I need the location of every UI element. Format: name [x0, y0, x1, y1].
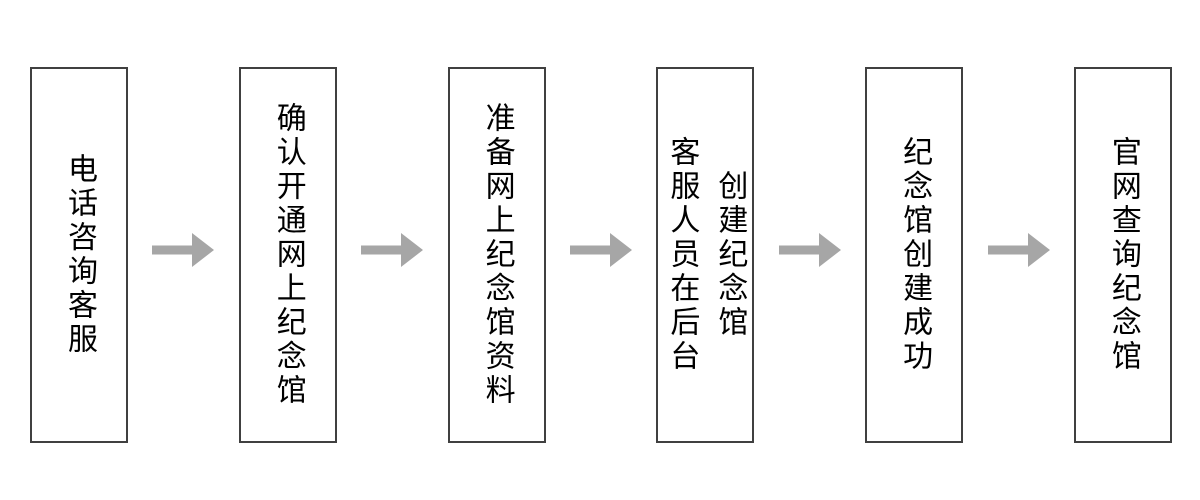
right-arrow-icon: [361, 233, 424, 267]
flow-step-5-label: 纪念馆创建成功: [898, 136, 932, 374]
flow-step-2-label: 确认开通网上纪念馆: [271, 102, 305, 408]
flow-step-2: 确认开通网上纪念馆: [238, 67, 337, 443]
flow-step-4-label-line-2: 创建纪念馆: [713, 170, 747, 340]
right-arrow-icon: [569, 233, 632, 267]
right-arrow-icon: [778, 233, 841, 267]
right-arrow-icon: [987, 233, 1050, 267]
flow-step-3: 准备网上纪念馆资料: [447, 67, 546, 443]
flow-step-6-label: 官网查询纪念馆: [1106, 136, 1140, 374]
flow-step-4: 客服人员在后台 创建纪念馆: [656, 67, 755, 443]
flow-step-1-label: 电话咨询客服: [63, 153, 96, 357]
flow-step-4-label-line-1: 客服人员在后台: [665, 136, 699, 374]
flow-step-1: 电话咨询客服: [30, 67, 128, 443]
flow-step-5: 纪念馆创建成功: [865, 67, 964, 443]
right-arrow-icon: [152, 233, 215, 267]
flow-step-3-label: 准备网上纪念馆资料: [480, 102, 514, 408]
flow-step-6: 官网查询纪念馆: [1073, 67, 1172, 443]
